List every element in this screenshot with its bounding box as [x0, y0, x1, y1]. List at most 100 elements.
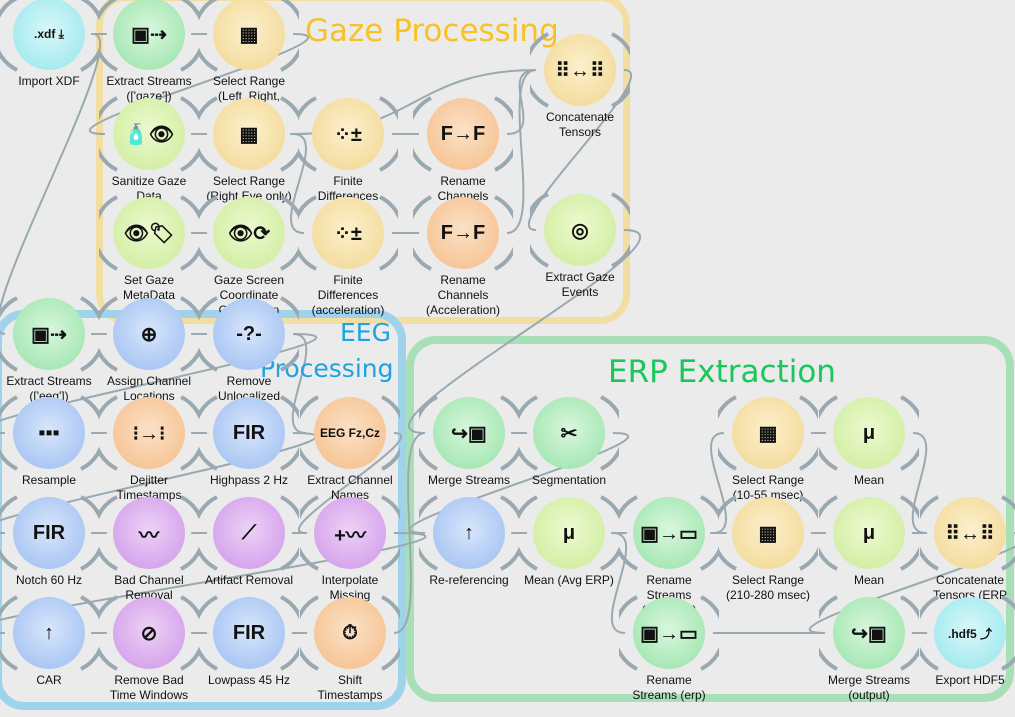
node-channel-arcs[interactable] — [298, 191, 398, 275]
node-circle[interactable] — [314, 497, 386, 569]
node-channel-arcs[interactable] — [99, 591, 199, 675]
node-channel-arcs[interactable] — [99, 191, 199, 275]
node-channel-arcs[interactable] — [619, 491, 719, 575]
node-channel-arcs[interactable] — [920, 591, 1015, 675]
node-circle[interactable] — [533, 497, 605, 569]
link-segmentation-to-reref[interactable] — [408, 432, 630, 534]
node-channel-arcs[interactable] — [199, 0, 299, 76]
node-circle[interactable] — [13, 597, 85, 669]
node-channel-arcs[interactable] — [718, 391, 818, 475]
node-circle[interactable] — [113, 197, 185, 269]
node-reref[interactable]: ↑Re-referencing — [419, 495, 519, 617]
link-mean1-to-concat_erp[interactable] — [911, 432, 928, 534]
node-circle[interactable] — [213, 298, 285, 370]
node-channel-arcs[interactable] — [530, 28, 630, 112]
node-circle[interactable] — [13, 298, 85, 370]
node-circle[interactable] — [13, 497, 85, 569]
node-channel-arcs[interactable] — [0, 292, 99, 376]
node-channel-arcs[interactable] — [0, 391, 99, 475]
node-rename-amp[interactable]: ▣→▭Rename Streams (erp_amp) — [619, 495, 719, 617]
node-circle[interactable] — [13, 397, 85, 469]
node-circle[interactable] — [544, 194, 616, 266]
node-circle[interactable] — [732, 397, 804, 469]
link-shift_ts-to-merge[interactable] — [393, 432, 426, 634]
node-circle[interactable] — [113, 597, 185, 669]
node-merge-out[interactable]: ↪▣Merge Streams (output) — [819, 595, 919, 717]
node-circle[interactable] — [833, 497, 905, 569]
node-car[interactable]: ↑CAR — [0, 595, 99, 717]
node-channel-arcs[interactable] — [519, 491, 619, 575]
link-extract_names-to-interpolate[interactable] — [297, 432, 403, 534]
node-channel-arcs[interactable] — [819, 391, 919, 475]
node-channel-arcs[interactable] — [920, 491, 1015, 575]
node-circle[interactable] — [314, 597, 386, 669]
node-channel-arcs[interactable] — [99, 292, 199, 376]
node-set-meta[interactable]: 👁🏷Set Gaze MetaData — [99, 195, 199, 317]
node-channel-arcs[interactable] — [413, 92, 513, 176]
node-channel-arcs[interactable] — [300, 391, 400, 475]
node-remove-unloc[interactable]: -?-Remove Unlocalized Channels — [199, 296, 299, 418]
node-gaze-events[interactable]: ◎Extract Gaze Events — [530, 192, 630, 314]
node-channel-arcs[interactable] — [0, 491, 99, 575]
node-circle[interactable] — [544, 34, 616, 106]
node-circle[interactable] — [934, 497, 1006, 569]
node-resample[interactable]: ▪▪▪Resample — [0, 395, 99, 517]
node-circle[interactable] — [213, 397, 285, 469]
node-artifact[interactable]: ⟋Artifact Removal — [199, 495, 299, 617]
node-export-hdf5[interactable]: .hdf5 ⤴Export HDF5 — [920, 595, 1015, 717]
link-concat_gaze-to-gaze_events[interactable] — [527, 69, 633, 231]
node-circle[interactable] — [312, 197, 384, 269]
node-channel-arcs[interactable] — [199, 391, 299, 475]
node-circle[interactable] — [13, 0, 85, 70]
node-merge[interactable]: ↪▣Merge Streams — [419, 395, 519, 517]
link-mean_avg-to-rename_erp[interactable] — [610, 532, 628, 634]
link-interpolate-to-car[interactable] — [0, 532, 427, 634]
node-segmentation[interactable]: ✂Segmentation — [519, 395, 619, 517]
node-circle[interactable] — [427, 98, 499, 170]
node-bad-chan[interactable]: 〰Bad Channel Removal — [99, 495, 199, 617]
node-channel-arcs[interactable] — [413, 191, 513, 275]
node-circle[interactable] — [833, 597, 905, 669]
node-circle[interactable] — [213, 497, 285, 569]
node-concat-gaze[interactable]: ⠿↔⠿Concatenate Tensors — [530, 32, 630, 154]
node-channel-arcs[interactable] — [99, 0, 199, 76]
node-circle[interactable] — [833, 397, 905, 469]
node-circle[interactable] — [113, 98, 185, 170]
group-erp-extraction[interactable] — [406, 336, 1014, 702]
link-remove_unloc-to-extract_names[interactable] — [291, 333, 308, 434]
node-circle[interactable] — [113, 0, 185, 70]
group-gaze-processing[interactable] — [96, 0, 630, 324]
node-bad-windows[interactable]: ⊘Remove Bad Time Windows — [99, 595, 199, 717]
link-rename_amp-to-sel_10_55[interactable] — [710, 432, 727, 534]
node-channel-arcs[interactable] — [99, 491, 199, 575]
node-channel-arcs[interactable] — [99, 391, 199, 475]
link-rename_vel-to-concat_gaze[interactable] — [506, 69, 537, 135]
node-circle[interactable] — [113, 497, 185, 569]
node-circle[interactable] — [732, 497, 804, 569]
node-circle[interactable] — [213, 0, 285, 70]
node-concat-erp[interactable]: ⠿↔⠿Concatenate Tensors (ERP Amps) — [920, 495, 1015, 617]
node-extract-eeg[interactable]: ▣⇢Extract Streams (['eeg']) — [0, 296, 99, 418]
node-sanitize[interactable]: 🧴👁Sanitize Gaze Data — [99, 96, 199, 218]
node-circle[interactable] — [533, 397, 605, 469]
node-channel-arcs[interactable] — [199, 491, 299, 575]
link-rename_acc-to-concat_gaze[interactable] — [506, 69, 537, 234]
node-channel-arcs[interactable] — [199, 191, 299, 275]
node-channel-arcs[interactable] — [419, 391, 519, 475]
node-circle[interactable] — [633, 497, 705, 569]
node-circle[interactable] — [213, 597, 285, 669]
node-channel-arcs[interactable] — [0, 591, 99, 675]
node-channel-arcs[interactable] — [819, 591, 919, 675]
node-circle[interactable] — [312, 98, 384, 170]
link-gaze_events-to-merge[interactable] — [407, 229, 642, 434]
node-circle[interactable] — [433, 497, 505, 569]
node-channel-arcs[interactable] — [519, 391, 619, 475]
node-channel-arcs[interactable] — [0, 0, 99, 76]
link-concat_erp-to-merge_out[interactable] — [808, 532, 1015, 634]
